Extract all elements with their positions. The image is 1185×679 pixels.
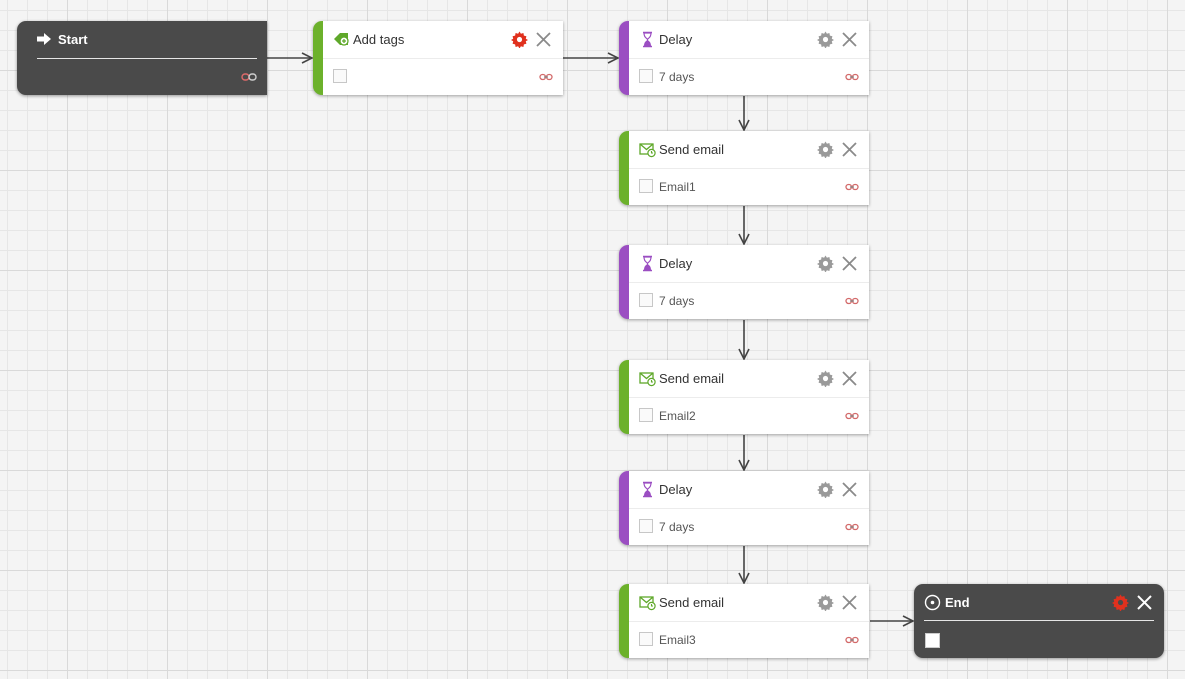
link-icon[interactable] xyxy=(845,297,859,305)
node-value: 7 days xyxy=(659,70,695,84)
node-title: Send email xyxy=(659,142,725,157)
add-tags-node-title: Add tags xyxy=(353,32,405,47)
add-tags-node[interactable]: Add tags xyxy=(313,21,563,95)
gear-icon[interactable] xyxy=(817,370,834,387)
node-value: Email2 xyxy=(659,409,696,423)
link-icon[interactable] xyxy=(845,73,859,81)
node-title: Delay xyxy=(659,32,693,47)
node-header: Delay xyxy=(629,471,869,509)
link-icon[interactable] xyxy=(845,636,859,644)
node-header: Send email xyxy=(629,131,869,169)
gear-icon[interactable] xyxy=(817,481,834,498)
start-node-title: Start xyxy=(58,32,88,47)
node-title: Delay xyxy=(659,256,693,271)
node-title: Delay xyxy=(659,482,693,497)
delay-node[interactable]: Delay 7 days xyxy=(619,471,869,545)
node-header: Send email xyxy=(629,360,869,398)
link-icon[interactable] xyxy=(845,523,859,531)
close-icon[interactable] xyxy=(841,370,858,387)
end-node-title: End xyxy=(945,595,970,610)
add-tags-node-body xyxy=(323,59,563,95)
node-checkbox[interactable] xyxy=(333,69,347,83)
node-value: 7 days xyxy=(659,520,695,534)
hourglass-icon xyxy=(643,31,652,48)
close-icon[interactable] xyxy=(841,31,858,48)
tag-add-icon xyxy=(334,33,349,46)
target-icon xyxy=(924,594,941,611)
send-email-icon xyxy=(639,596,656,611)
delay-node[interactable]: Delay 7 days xyxy=(619,21,869,95)
node-title: Send email xyxy=(659,595,725,610)
node-body: 7 days xyxy=(629,509,869,545)
hourglass-icon xyxy=(643,481,652,498)
node-header: Send email xyxy=(629,584,869,622)
node-body: 7 days xyxy=(629,283,869,319)
node-value: 7 days xyxy=(659,294,695,308)
node-value: Email3 xyxy=(659,633,696,647)
node-value: Email1 xyxy=(659,180,696,194)
start-node[interactable]: Start xyxy=(17,21,267,95)
node-checkbox[interactable] xyxy=(639,69,653,83)
node-checkbox[interactable] xyxy=(639,632,653,646)
send-email-icon xyxy=(639,372,656,387)
node-checkbox[interactable] xyxy=(639,179,653,193)
end-node-divider xyxy=(924,620,1154,621)
gear-icon[interactable] xyxy=(817,594,834,611)
node-checkbox[interactable] xyxy=(639,519,653,533)
close-icon[interactable] xyxy=(841,481,858,498)
gear-icon[interactable] xyxy=(817,31,834,48)
end-node[interactable]: End xyxy=(914,584,1164,658)
close-icon[interactable] xyxy=(841,141,858,158)
arrow-right-icon xyxy=(37,33,51,45)
link-icon[interactable] xyxy=(241,73,257,81)
node-header: Delay xyxy=(629,245,869,283)
hourglass-icon xyxy=(643,255,652,272)
node-body: Email1 xyxy=(629,169,869,205)
node-title: Send email xyxy=(659,371,725,386)
close-icon[interactable] xyxy=(841,255,858,272)
node-header: Delay xyxy=(629,21,869,59)
start-node-divider xyxy=(37,58,257,59)
send-email-icon xyxy=(639,143,656,158)
link-icon[interactable] xyxy=(845,412,859,420)
gear-icon[interactable] xyxy=(817,141,834,158)
gear-icon[interactable] xyxy=(817,255,834,272)
link-icon[interactable] xyxy=(539,73,553,81)
node-checkbox[interactable] xyxy=(925,633,940,648)
gear-icon[interactable] xyxy=(511,31,528,48)
gear-icon[interactable] xyxy=(1112,594,1129,611)
close-icon[interactable] xyxy=(1136,594,1153,611)
node-checkbox[interactable] xyxy=(639,293,653,307)
link-icon[interactable] xyxy=(845,183,859,191)
add-tags-node-header: Add tags xyxy=(323,21,563,59)
close-icon[interactable] xyxy=(535,31,552,48)
close-icon[interactable] xyxy=(841,594,858,611)
node-body: 7 days xyxy=(629,59,869,95)
node-body: Email3 xyxy=(629,622,869,658)
delay-node[interactable]: Delay 7 days xyxy=(619,245,869,319)
node-body: Email2 xyxy=(629,398,869,434)
node-checkbox[interactable] xyxy=(639,408,653,422)
